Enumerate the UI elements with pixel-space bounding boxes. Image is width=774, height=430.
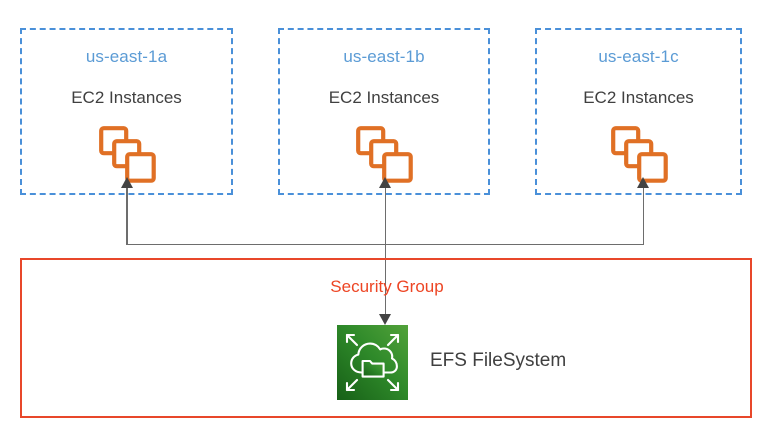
availability-zone-us-east-1a: us-east-1a EC2 Instances bbox=[20, 28, 233, 195]
az-title-us-east-1c: us-east-1c bbox=[598, 47, 679, 66]
ec2-instances-icon bbox=[98, 126, 157, 184]
az-resource-label-us-east-1b: EC2 Instances bbox=[328, 88, 440, 107]
connector-arrow-up-us-east-1c bbox=[637, 177, 649, 188]
efs-filesystem-label: EFS FileSystem bbox=[430, 350, 567, 371]
connector-arrow-up-us-east-1b bbox=[379, 177, 391, 188]
az-resource-label-us-east-1a: EC2 Instances bbox=[71, 88, 182, 107]
ec2-instances-icon bbox=[610, 126, 669, 184]
connector-line-us-east-1b-to-efs bbox=[384, 188, 387, 323]
connector-line-us-east-1a bbox=[126, 188, 128, 244]
efs-filesystem-icon bbox=[337, 325, 408, 400]
ec2-instances-icon bbox=[356, 126, 414, 184]
connector-line-us-east-1c bbox=[642, 188, 645, 244]
connector-arrow-up-us-east-1a bbox=[121, 177, 133, 188]
availability-zone-us-east-1c: us-east-1c EC2 Instances bbox=[535, 28, 742, 195]
az-title-us-east-1b: us-east-1b bbox=[343, 47, 425, 66]
connector-arrow-down-to-efs bbox=[379, 314, 391, 325]
az-resource-label-us-east-1c: EC2 Instances bbox=[583, 88, 694, 107]
security-group-boundary bbox=[20, 258, 752, 418]
availability-zone-us-east-1b: us-east-1b EC2 Instances bbox=[278, 28, 490, 195]
security-group-label: Security Group bbox=[330, 277, 444, 296]
az-title-us-east-1a: us-east-1a bbox=[85, 47, 168, 66]
